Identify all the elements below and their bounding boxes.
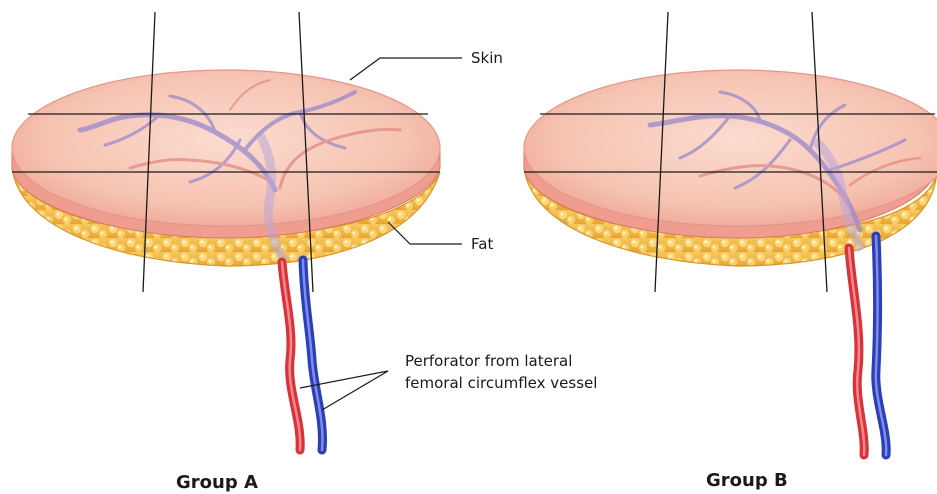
group-a-flap [12, 12, 440, 450]
artery-pedicle-highlight [282, 262, 300, 450]
skin-label: Skin [471, 49, 503, 67]
skin-surface [12, 70, 440, 226]
group-a-title: Group A [176, 472, 258, 493]
group-b-title: Group B [706, 470, 788, 491]
perforator-label-line2: femoral circumflex vessel [405, 374, 597, 392]
fat-label: Fat [471, 235, 493, 253]
perforator-label-line1: Perforator from lateral [405, 352, 572, 370]
skin-leader-line [350, 58, 462, 80]
